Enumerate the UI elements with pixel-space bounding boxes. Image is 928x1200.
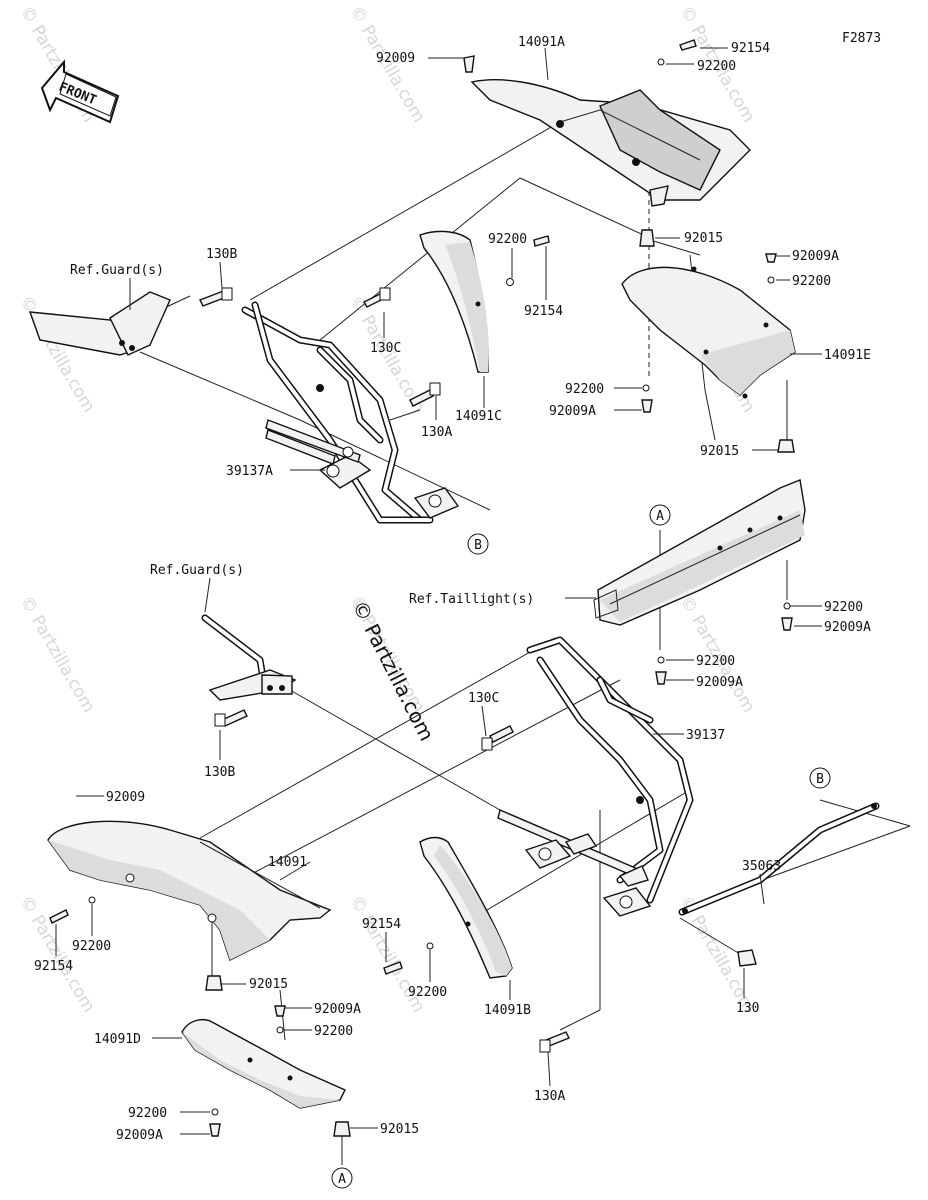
label-92200-mid: 92200 bbox=[488, 232, 527, 247]
label-14091E: 14091E bbox=[824, 348, 871, 363]
watermark-10: © Partzilla.com bbox=[16, 893, 99, 1017]
label-92015-bottom: 92015 bbox=[380, 1122, 419, 1137]
label-92009A-right-4: 92009A bbox=[696, 675, 743, 690]
label-92200-bottom-1: 92200 bbox=[314, 1024, 353, 1039]
label-35063: 35063 bbox=[742, 859, 781, 874]
label-92200-right-4: 92200 bbox=[696, 654, 735, 669]
label-92200-right-3: 92200 bbox=[824, 600, 863, 615]
bolts-top bbox=[199, 39, 795, 465]
label-92009-bottom-left: 92009 bbox=[106, 790, 145, 805]
part-39137A-frame bbox=[241, 301, 460, 524]
label-92009A-bottom-2: 92009A bbox=[116, 1128, 163, 1143]
label-130: 130 bbox=[736, 1001, 759, 1016]
callout-b-bottom-label: B bbox=[816, 772, 824, 787]
part-14091D-tray bbox=[181, 1005, 351, 1137]
bolts-bottom-left bbox=[49, 709, 514, 991]
callout-a-bottom: A bbox=[331, 1167, 353, 1189]
label-14091C: 14091C bbox=[455, 409, 502, 424]
leader-lines-top bbox=[139, 121, 788, 650]
label-92200-bottom-mid: 92200 bbox=[408, 985, 447, 1000]
callout-a-top-label: A bbox=[656, 509, 664, 524]
copyright-text: © Partzilla.com bbox=[348, 596, 439, 744]
ref-guard-top bbox=[28, 291, 171, 356]
label-130A-bottom: 130A bbox=[534, 1089, 565, 1104]
label-92009A-right-1: 92009A bbox=[792, 249, 839, 264]
label-14091A: 14091A bbox=[518, 35, 565, 50]
hardware-taillight bbox=[655, 602, 793, 685]
label-39137: 39137 bbox=[686, 728, 725, 743]
callout-b-bottom: B bbox=[809, 767, 831, 789]
label-130B-top: 130B bbox=[206, 247, 237, 262]
callout-b-top: B bbox=[467, 533, 489, 555]
label-92009A-right-2: 92009A bbox=[549, 404, 596, 419]
callout-a-bottom-label: A bbox=[338, 1172, 346, 1187]
label-92015-right-2: 92015 bbox=[700, 444, 739, 459]
part-35063-bracket bbox=[678, 802, 880, 967]
label-130C-top: 130C bbox=[370, 341, 401, 356]
callout-b-top-label: B bbox=[474, 538, 482, 553]
callout-a-top: A bbox=[649, 504, 671, 526]
label-130B-bottom: 130B bbox=[204, 765, 235, 780]
hardware-bottom-mid bbox=[383, 942, 570, 1053]
part-labels: 92009 14091A 92154 92200 Ref.Guard(s) 13… bbox=[34, 35, 871, 1143]
label-ref-guards-bottom: Ref.Guard(s) bbox=[150, 563, 244, 578]
label-14091D: 14091D bbox=[94, 1032, 141, 1047]
part-14091E-tray bbox=[621, 266, 796, 399]
taillight-ref bbox=[593, 479, 806, 626]
label-92200-top: 92200 bbox=[697, 59, 736, 74]
label-ref-taillights: Ref.Taillight(s) bbox=[409, 592, 534, 607]
ref-guard-bottom bbox=[201, 614, 297, 701]
watermark-7: © Partzilla.com bbox=[16, 593, 99, 717]
label-130C-bottom: 130C bbox=[468, 691, 499, 706]
part-14091A-cover bbox=[470, 79, 751, 207]
label-92200-bottom-2: 92200 bbox=[128, 1106, 167, 1121]
label-92015-bottom-left: 92015 bbox=[249, 977, 288, 992]
label-92154-bottom-left: 92154 bbox=[34, 959, 73, 974]
diagram-code: F2873 bbox=[842, 31, 881, 46]
watermark-4: © Partzilla.com bbox=[16, 293, 99, 417]
part-14091-cover bbox=[47, 820, 332, 961]
label-92009A-bottom-1: 92009A bbox=[314, 1002, 361, 1017]
label-14091B: 14091B bbox=[484, 1003, 531, 1018]
label-92154-mid: 92154 bbox=[524, 304, 563, 319]
label-92154-bottom-mid: 92154 bbox=[362, 917, 401, 932]
label-92200-right-1: 92200 bbox=[792, 274, 831, 289]
part-39137-frame bbox=[497, 636, 694, 917]
label-92200-right-2: 92200 bbox=[565, 382, 604, 397]
label-92009-top: 92009 bbox=[376, 51, 415, 66]
label-92015-right-1: 92015 bbox=[684, 231, 723, 246]
label-130A-top: 130A bbox=[421, 425, 452, 440]
part-14091C-panel bbox=[419, 230, 489, 373]
label-92009A-right-3: 92009A bbox=[824, 620, 871, 635]
label-ref-guards-top: Ref.Guard(s) bbox=[70, 263, 164, 278]
label-leaders bbox=[55, 47, 822, 1135]
label-92154-top: 92154 bbox=[731, 41, 770, 56]
label-39137A: 39137A bbox=[226, 464, 273, 479]
label-92200-bottom-left: 92200 bbox=[72, 939, 111, 954]
label-14091: 14091 bbox=[268, 855, 307, 870]
part-14091B-panel bbox=[419, 836, 513, 979]
